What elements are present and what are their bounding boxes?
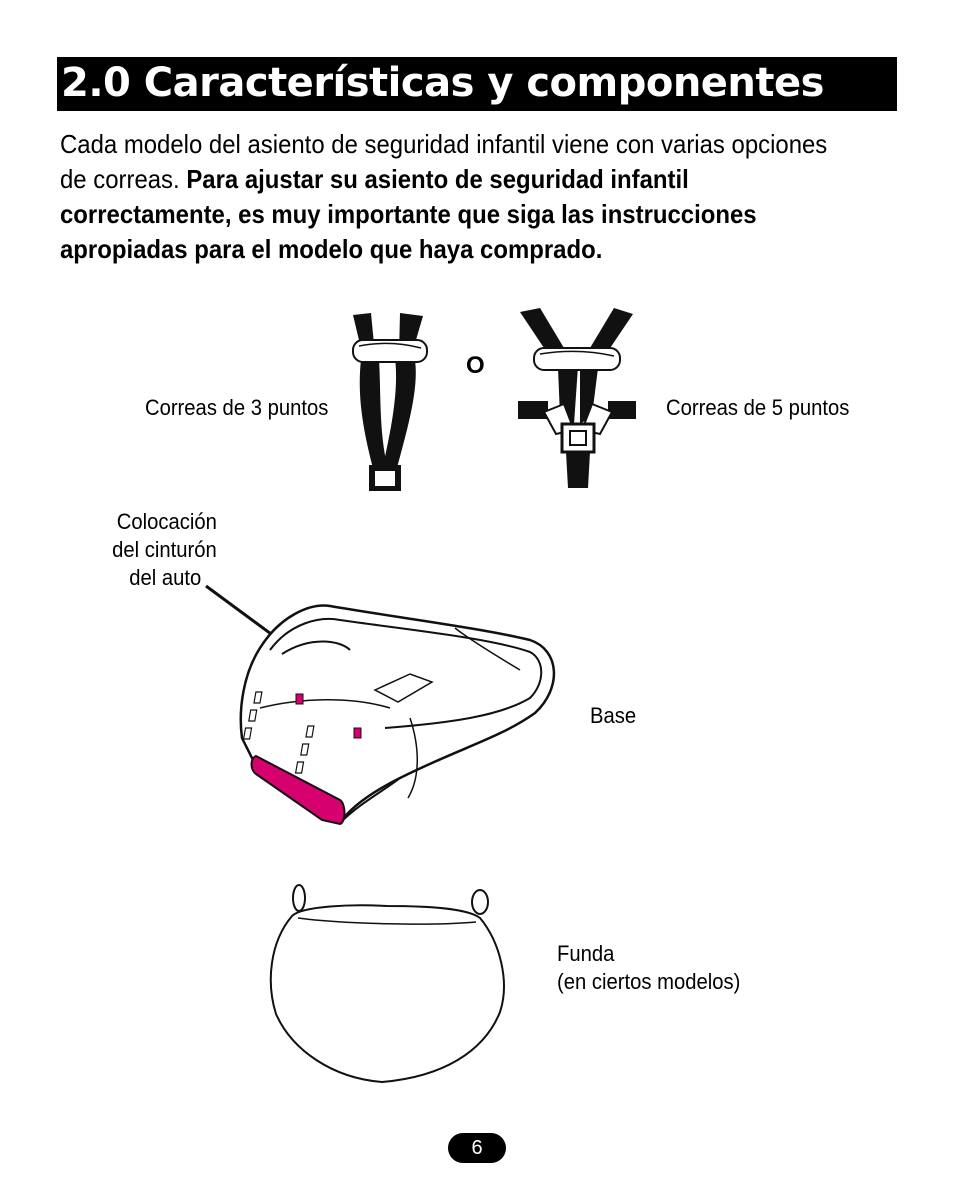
intro-text: Cada modelo del asiento de seguridad inf…: [60, 129, 828, 194]
cover-label-line2: (en ciertos modelos): [557, 969, 741, 994]
five-point-harness-illustration: [518, 308, 636, 488]
callout-leader-line: [205, 584, 283, 644]
belt-routing-label-line1: Colocación: [116, 509, 217, 534]
belt-routing-label-line2: del cinturón: [112, 537, 217, 562]
seat-cover-illustration: [269, 884, 505, 1084]
car-seat-base-illustration: [205, 584, 556, 826]
intro-paragraph: Cada modelo del asiento de seguridad inf…: [60, 127, 833, 267]
belt-routing-label-line3: del auto: [128, 565, 201, 590]
three-point-harness-label: Correas de 3 puntos: [144, 395, 328, 420]
page-number: 6: [448, 1133, 506, 1163]
or-separator: O: [466, 352, 485, 379]
intro-bold-text: Para ajustar su asiento de seguridad inf…: [60, 164, 757, 264]
magenta-base-foot: [250, 754, 346, 826]
base-label: Base: [590, 703, 637, 728]
section-title-bar: 2.0 Características y componentes: [57, 57, 897, 111]
page-title: 2.0 Características y componentes: [61, 60, 824, 106]
three-point-harness-illustration: [352, 313, 428, 491]
cover-label-line1: Funda: [557, 941, 615, 966]
five-point-harness-label: Correas de 5 puntos: [666, 395, 850, 420]
